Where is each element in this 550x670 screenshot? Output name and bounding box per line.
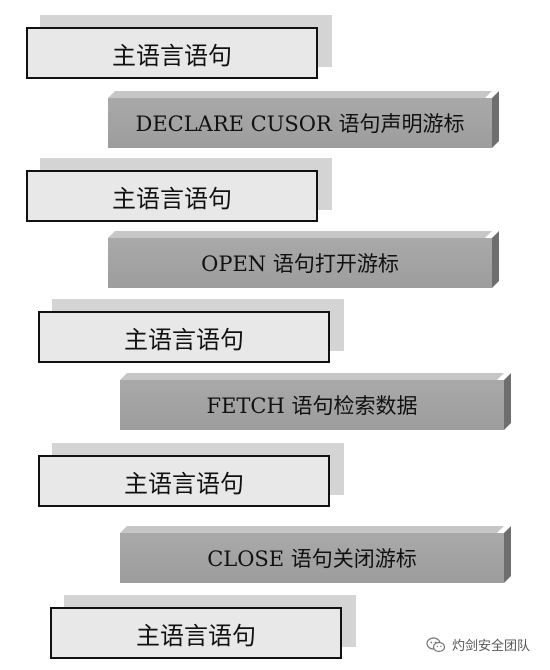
- close-cursor-box: CLOSE 语句关闭游标: [120, 533, 504, 583]
- watermark-text: 灼剑安全团队: [451, 639, 530, 654]
- host-statement-box-2: 主语言语句: [26, 158, 332, 222]
- open-cursor-box: OPEN 语句打开游标: [108, 238, 492, 288]
- host-statement-label-3: 主语言语句: [38, 311, 330, 363]
- declare-cursor-box: DECLARE CUSOR 语句声明游标: [108, 98, 492, 148]
- host-statement-box-5: 主语言语句: [50, 595, 356, 659]
- watermark: 灼剑安全团队: [426, 635, 530, 654]
- host-statement-box-3: 主语言语句: [38, 299, 344, 363]
- host-statement-label-4: 主语言语句: [38, 455, 330, 507]
- wechat-icon: [426, 636, 446, 653]
- fetch-data-label: FETCH 语句检索数据: [120, 380, 504, 430]
- open-cursor-label: OPEN 语句打开游标: [108, 238, 492, 288]
- host-statement-label-1: 主语言语句: [26, 27, 318, 79]
- declare-cursor-label: DECLARE CUSOR 语句声明游标: [108, 98, 492, 148]
- fetch-data-box: FETCH 语句检索数据: [120, 380, 504, 430]
- host-statement-label-2: 主语言语句: [26, 170, 318, 222]
- close-cursor-label: CLOSE 语句关闭游标: [120, 533, 504, 583]
- host-statement-box-1: 主语言语句: [26, 15, 332, 79]
- host-statement-box-4: 主语言语句: [38, 443, 344, 507]
- host-statement-label-5: 主语言语句: [50, 607, 342, 659]
